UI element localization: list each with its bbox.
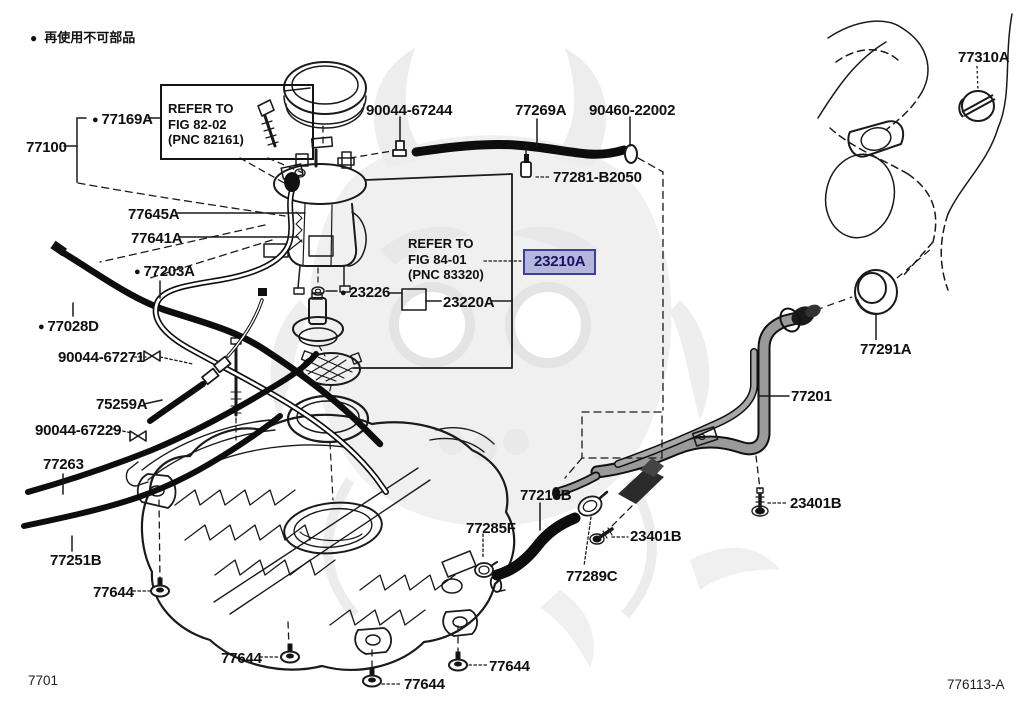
part-number-text: 77644 [489,658,530,675]
refer-line: FIG 84-01 [408,251,467,267]
part-number-text: 77281-B2050 [553,169,642,186]
part-label-77213B-22[interactable]: 77213B [520,487,572,504]
part-number-text: 77028D [47,318,99,335]
part-label-77028D-9[interactable]: ●77028D [38,319,99,335]
part-label-23226-16[interactable]: ●23226 [340,285,390,301]
part-label-77645A-6[interactable]: 77645A [128,206,180,223]
part-number-text: 23226 [349,284,391,301]
part-label-77281-B2050-5[interactable]: 77281-B2050 [553,170,642,185]
part-number-text: 23401B [790,495,842,512]
grommets-77644-drawing [150,577,468,688]
part-label-77203A-8[interactable]: ●77203A [134,264,195,280]
part-label-90044-67229-12[interactable]: 90044-67229 [35,423,121,438]
refer-line: (PNC 83320) [408,267,484,282]
part-number-text: 77203A [143,263,195,280]
part-label-77289C-26[interactable]: 77289C [566,568,618,585]
part-label-77641A-7[interactable]: 77641A [131,230,183,247]
part-label-77169A-0[interactable]: ●77169A [92,112,153,128]
part-number-text: 77644 [93,584,134,601]
part-number-text: 77291A [860,341,912,358]
part-number-text: 90044-67229 [35,422,122,439]
part-number-text: 77251B [50,552,102,569]
part-number-text: 77169A [101,111,153,128]
refer-line: REFER TO [408,236,474,251]
part-number-text: 23210A [534,253,586,270]
part-number-text: 23220A [443,294,495,311]
part-label-23210A-18[interactable]: 23210A [523,249,597,275]
part-number-text: 77310A [958,49,1010,66]
part-label-75259A-11[interactable]: 75259A [96,396,148,413]
non-reusable-bullet-icon: ● [92,114,99,126]
hoses-drawing [21,139,638,581]
part-label-77269A-3[interactable]: 77269A [515,102,567,119]
part-number-text: 77269A [515,102,567,119]
refer-note-fig-84-01[interactable]: REFER TO FIG 84-01 (PNC 83320) [408,236,484,283]
part-number-text: 77213B [520,487,572,504]
legend-non-reusable: ● 再使用不可部品 [30,27,135,46]
legend-text: 再使用不可部品 [44,30,136,45]
part-number-text: 77289C [566,568,618,585]
part-label-77285F-23[interactable]: 77285F [466,521,516,536]
part-label-77644-27[interactable]: 77644 [221,651,262,666]
fasteners-drawing [129,99,769,578]
part-label-23401B-25[interactable]: 23401B [790,495,842,512]
part-label-77263-13[interactable]: 77263 [43,457,84,472]
non-reusable-bullet-icon: ● [38,321,45,333]
part-label-90044-67244-2[interactable]: 90044-67244 [366,103,452,118]
part-label-77644-28[interactable]: 77644 [404,677,445,692]
part-number-text: 77201 [791,388,832,405]
car-body-outline [817,13,1013,291]
fuel-cap-drawing [958,65,996,122]
part-number-text: 77263 [43,456,84,473]
part-number-text: 90044-67244 [366,102,453,119]
part-label-77644-15[interactable]: 77644 [93,585,134,600]
part-number-text: 90044-67271 [58,349,145,366]
refer-line: FIG 82-02 [168,116,227,132]
non-reusable-bullet-icon: ● [30,31,38,45]
refer-line: REFER TO [168,101,234,116]
part-number-text: 77100 [26,139,67,156]
part-number-text: 75259A [96,396,148,413]
refer-line: (PNC 82161) [168,132,244,147]
part-number-text: 90460-22002 [589,102,676,119]
non-reusable-bullet-icon: ● [134,266,141,278]
part-label-23401B-24[interactable]: 23401B [630,528,682,545]
part-label-77310A-19[interactable]: 77310A [958,49,1010,66]
part-label-77201-21[interactable]: 77201 [791,389,832,404]
part-number-text: 77285F [466,520,516,537]
part-label-77100-1[interactable]: 77100 [26,140,67,155]
part-label-77251B-14[interactable]: 77251B [50,552,102,569]
refer-note-fig-82-02[interactable]: REFER TO FIG 82-02 (PNC 82161) [168,101,244,148]
part-label-90460-22002-4[interactable]: 90460-22002 [589,103,675,118]
part-label-90044-67271-10[interactable]: 90044-67271 [58,350,144,365]
watermark-mask-graphic [270,48,780,668]
figure-code-left: 7701 [28,673,59,688]
part-number-text: 77641A [131,230,183,247]
part-number-text: 77644 [404,676,445,693]
figure-code-right: 776113-A [947,677,1005,692]
filler-grommet-drawing [815,247,933,340]
part-label-23220A-17[interactable]: 23220A [443,294,495,311]
part-label-77644-29[interactable]: 77644 [489,659,530,674]
part-number-text: 77645A [128,206,180,223]
leader-lines [62,116,790,685]
part-label-77291A-20[interactable]: 77291A [860,341,912,358]
part-number-text: 77644 [221,650,262,667]
part-number-text: 23401B [630,528,682,545]
non-reusable-bullet-icon: ● [340,287,347,299]
refer-note-fig-82-02-box [160,84,314,160]
